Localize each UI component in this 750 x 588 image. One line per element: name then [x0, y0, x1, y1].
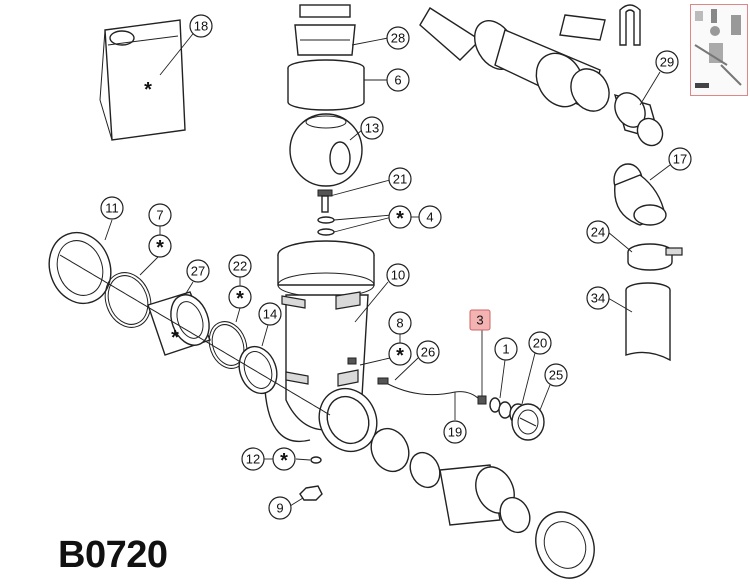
callout-17[interactable]: 17 [668, 147, 692, 171]
svg-text:10: 10 [391, 268, 405, 283]
part-9-nut [289, 485, 323, 507]
part-10-housing [264, 240, 389, 442]
svg-text:25: 25 [549, 368, 563, 383]
part-8-drain-plug [347, 357, 391, 385]
part-22-gasket [208, 307, 248, 369]
part-29-adapter [613, 71, 664, 147]
part-34-sleeve [607, 282, 671, 362]
callout-34[interactable]: 34 [586, 286, 610, 310]
thumbnail-preview[interactable] [690, 4, 748, 96]
callout-24[interactable]: 24 [586, 220, 610, 244]
svg-text:*: * [171, 327, 179, 349]
part-3-fitting [477, 330, 487, 405]
svg-text:*: * [156, 237, 164, 259]
callout-21[interactable]: 21 [388, 167, 412, 191]
callout-12[interactable]: 12 [241, 447, 265, 471]
svg-text:9: 9 [276, 501, 283, 516]
part-12-washer [295, 456, 322, 464]
svg-text:*: * [396, 208, 404, 230]
callout-18[interactable]: 18 [189, 14, 213, 38]
svg-text:20: 20 [533, 336, 547, 351]
callout-star-22: * [228, 285, 252, 310]
svg-text:27: 27 [191, 264, 205, 279]
svg-text:1: 1 [502, 342, 509, 357]
callout-26[interactable]: 26 [416, 340, 440, 364]
callout-19[interactable]: 19 [443, 420, 467, 444]
callout-7[interactable]: 7 [148, 203, 172, 227]
svg-text:3: 3 [476, 313, 483, 328]
svg-text:28: 28 [391, 31, 405, 46]
callout-25[interactable]: 25 [544, 363, 568, 387]
callout-14[interactable]: 14 [258, 302, 282, 326]
svg-text:*: * [396, 345, 404, 367]
callout-star-7: * [148, 234, 172, 259]
part-14-ring [238, 324, 278, 395]
part-17-elbow [613, 163, 671, 226]
svg-text:*: * [144, 79, 152, 101]
part-4-orings [317, 214, 393, 236]
callout-1[interactable]: 1 [494, 337, 518, 361]
part-28-strainer-top [294, 4, 389, 56]
svg-text:17: 17 [673, 152, 687, 167]
callout-13[interactable]: 13 [360, 116, 384, 140]
svg-text:8: 8 [396, 316, 403, 331]
part-27-tailpiece [147, 281, 211, 356]
callout-20[interactable]: 20 [528, 331, 552, 355]
part-1-oring [489, 359, 512, 419]
callout-10[interactable]: 10 [386, 263, 410, 287]
svg-text:*: * [280, 450, 288, 472]
part-6-ring [287, 59, 387, 111]
callout-28[interactable]: 28 [386, 26, 410, 50]
part-18-bag [99, 19, 197, 141]
svg-text:24: 24 [591, 225, 605, 240]
callout-8[interactable]: 8 [388, 311, 412, 335]
callout-11[interactable]: 11 [100, 196, 124, 220]
svg-text:21: 21 [393, 172, 407, 187]
svg-text:12: 12 [246, 452, 260, 467]
svg-text:26: 26 [421, 345, 435, 360]
part-25-gauge [511, 384, 551, 441]
svg-text:29: 29 [660, 55, 674, 70]
part-21-pin [317, 179, 391, 213]
diagram-code: B0720 [58, 534, 168, 576]
callout-star-12: * [272, 447, 296, 472]
svg-text:*: * [236, 288, 244, 310]
callout-star-18: * [144, 79, 152, 101]
svg-text:19: 19 [448, 425, 462, 440]
svg-text:22: 22 [233, 259, 247, 274]
outlet-pipe [318, 387, 595, 579]
part-26-tube [387, 357, 481, 420]
svg-text:7: 7 [156, 208, 163, 223]
callout-star-8: * [388, 342, 412, 367]
callout-6[interactable]: 6 [386, 68, 410, 92]
svg-text:34: 34 [591, 291, 605, 306]
callout-27[interactable]: 27 [186, 259, 210, 283]
callout-9[interactable]: 9 [268, 496, 292, 520]
callout-4[interactable]: 4 [418, 205, 442, 229]
svg-text:6: 6 [394, 73, 401, 88]
part-11-union-nut [48, 219, 113, 305]
callout-22[interactable]: 22 [228, 254, 252, 278]
part-13-ball [289, 113, 363, 187]
svg-text:13: 13 [365, 121, 379, 136]
callout-29[interactable]: 29 [655, 50, 679, 74]
thumbnail-miniature-icon [694, 9, 742, 88]
svg-text:14: 14 [263, 307, 277, 322]
svg-text:11: 11 [105, 201, 119, 216]
part-7-oring [104, 254, 161, 328]
callout-star-4: * [388, 205, 412, 230]
callout-star-27: * [171, 327, 179, 349]
callout-3[interactable]: 3 [469, 309, 491, 331]
svg-text:18: 18 [194, 19, 208, 34]
svg-text:4: 4 [426, 210, 433, 225]
part-24-clamp [607, 231, 683, 271]
top-right-pipe [419, 4, 641, 112]
